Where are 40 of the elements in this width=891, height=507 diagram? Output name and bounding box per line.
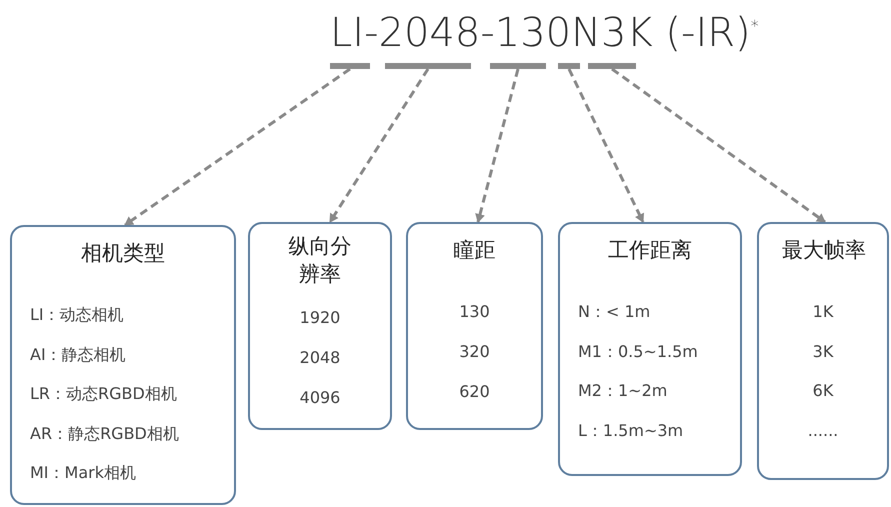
option-text: M1：0.5~1.5m xyxy=(578,342,698,362)
option-text: LR：动态RGBD相机 xyxy=(30,384,177,405)
arrow xyxy=(568,68,644,223)
box-heading: 最大帧率 xyxy=(781,237,867,264)
title: LI-2048-130N3K (-IR)$^{*}$ xyxy=(330,10,759,56)
option-text: MI：Mark相机 xyxy=(30,463,136,484)
option-text: 320 xyxy=(458,342,491,361)
option-text: LI：动态相机 xyxy=(30,305,124,326)
underline-bar xyxy=(558,63,580,69)
category-box xyxy=(10,225,236,505)
arrow xyxy=(124,68,351,226)
box-heading: 工作距离 xyxy=(607,237,693,264)
option-text: 620 xyxy=(458,382,491,401)
underline-bar xyxy=(330,63,370,69)
option-text: ...... xyxy=(806,420,840,440)
arrow xyxy=(611,68,826,224)
category-box xyxy=(558,222,742,476)
option-text: AI：静态相机 xyxy=(30,344,126,366)
option-text: 3K xyxy=(812,342,834,360)
underline-bar xyxy=(385,63,471,69)
box-heading: 纵向分辨率 xyxy=(288,233,352,288)
option-text: 4096 xyxy=(298,388,342,407)
category-box xyxy=(406,222,543,430)
underline-bar xyxy=(490,63,546,69)
option-text: N：< 1m xyxy=(578,302,650,323)
box-heading: 相机类型 xyxy=(80,240,166,267)
option-text: 6K xyxy=(812,381,834,400)
category-box xyxy=(248,222,392,430)
option-text: L：1.5m~3m xyxy=(578,420,684,442)
option-text: M2：1~2m xyxy=(578,381,668,402)
option-text: AR：静态RGBD相机 xyxy=(30,424,179,444)
option-text: 1920 xyxy=(298,308,342,327)
option-text: 2048 xyxy=(298,348,342,367)
underline-bar xyxy=(588,63,636,69)
arrow xyxy=(328,68,430,223)
option-text: 130 xyxy=(458,302,491,321)
box-heading: 瞳距 xyxy=(452,237,496,264)
category-box xyxy=(757,222,889,480)
arrow xyxy=(475,68,520,223)
option-text: 1K xyxy=(812,302,834,321)
